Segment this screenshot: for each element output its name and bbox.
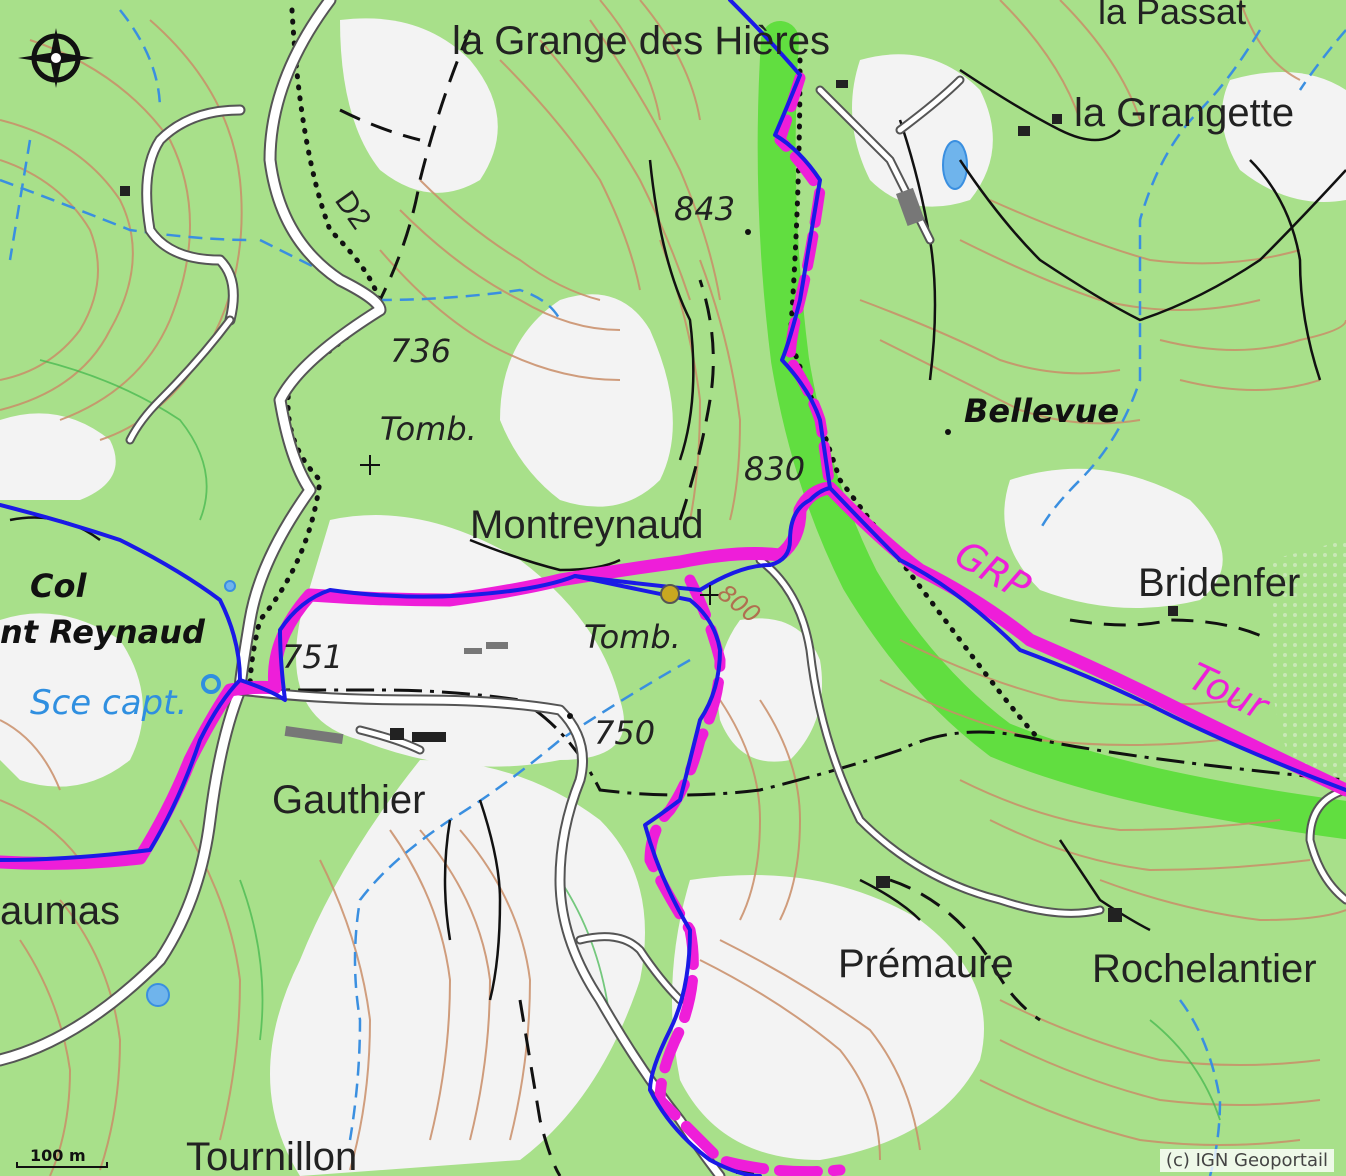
vegetation-lines — [39, 359, 1221, 1121]
elevation-751: 751 — [282, 638, 343, 676]
dashed-tracks — [339, 29, 1271, 1176]
label-premaure: Prémaure — [838, 942, 1014, 986]
label-bellevue: Bellevue — [964, 392, 1119, 430]
feature-labels: Tomb. Tomb. Sce capt. D2 — [30, 185, 681, 723]
compass-icon[interactable] — [16, 26, 96, 90]
label-source: Sce capt. — [30, 683, 187, 723]
streams — [0, 9, 1346, 1176]
water-bodies — [146, 140, 968, 1007]
label-gauthier: Gauthier — [272, 778, 425, 822]
label-passat: la Passat — [1098, 0, 1246, 32]
label-col-reynaud: nt Reynaud — [0, 613, 206, 651]
label-tournillon: Tournillon — [186, 1135, 357, 1176]
scale-label: 100 m — [30, 1146, 86, 1165]
elevation-736: 736 — [390, 332, 451, 370]
orchard-area — [1267, 540, 1346, 780]
elevation-750: 750 — [594, 714, 655, 752]
scale-bar-line — [16, 1162, 108, 1168]
elevation-830: 830 — [744, 450, 805, 488]
tomb-cross — [360, 455, 380, 475]
label-montreynaud: Montreynaud — [470, 503, 703, 547]
label-rochelantier: Rochelantier — [1092, 947, 1317, 991]
label-aumas: aumas — [0, 889, 120, 933]
elevation-843: 843 — [674, 190, 735, 228]
boundary-line — [249, 688, 1346, 797]
tomb-cross — [700, 585, 720, 605]
place-labels: la Grange des Hières la Passat la Grange… — [0, 0, 1317, 1176]
cave-marker — [660, 584, 680, 604]
spring-icon — [201, 674, 221, 694]
scale-bar: 100 m — [16, 1146, 108, 1170]
label-bridenfer: Bridenfer — [1138, 561, 1300, 605]
label-grangette: la Grangette — [1074, 91, 1294, 135]
label-tomb-2: Tomb. — [584, 618, 681, 656]
label-col: Col — [30, 567, 87, 605]
green-corridor — [757, 21, 1346, 839]
label-tomb-1: Tomb. — [380, 410, 477, 448]
label-grange-hieres: la Grange des Hières — [452, 19, 830, 63]
attribution: (c) IGN Geoportail — [1159, 1149, 1334, 1172]
markers — [201, 229, 951, 719]
